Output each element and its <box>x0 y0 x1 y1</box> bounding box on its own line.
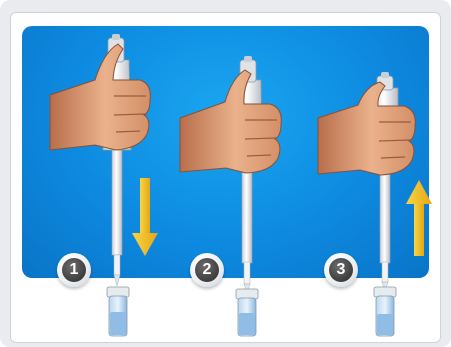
step-3-number: 3 <box>329 258 353 282</box>
step-1-badge: 1 <box>57 253 91 287</box>
step-1-number: 1 <box>62 258 86 282</box>
step-2-badge: 2 <box>190 253 224 287</box>
step-3-badge: 3 <box>324 253 358 287</box>
step-2-illustration <box>180 56 281 336</box>
step-2-number: 2 <box>195 258 219 282</box>
step-3-illustration <box>318 72 432 336</box>
step-1-illustration <box>50 34 158 336</box>
